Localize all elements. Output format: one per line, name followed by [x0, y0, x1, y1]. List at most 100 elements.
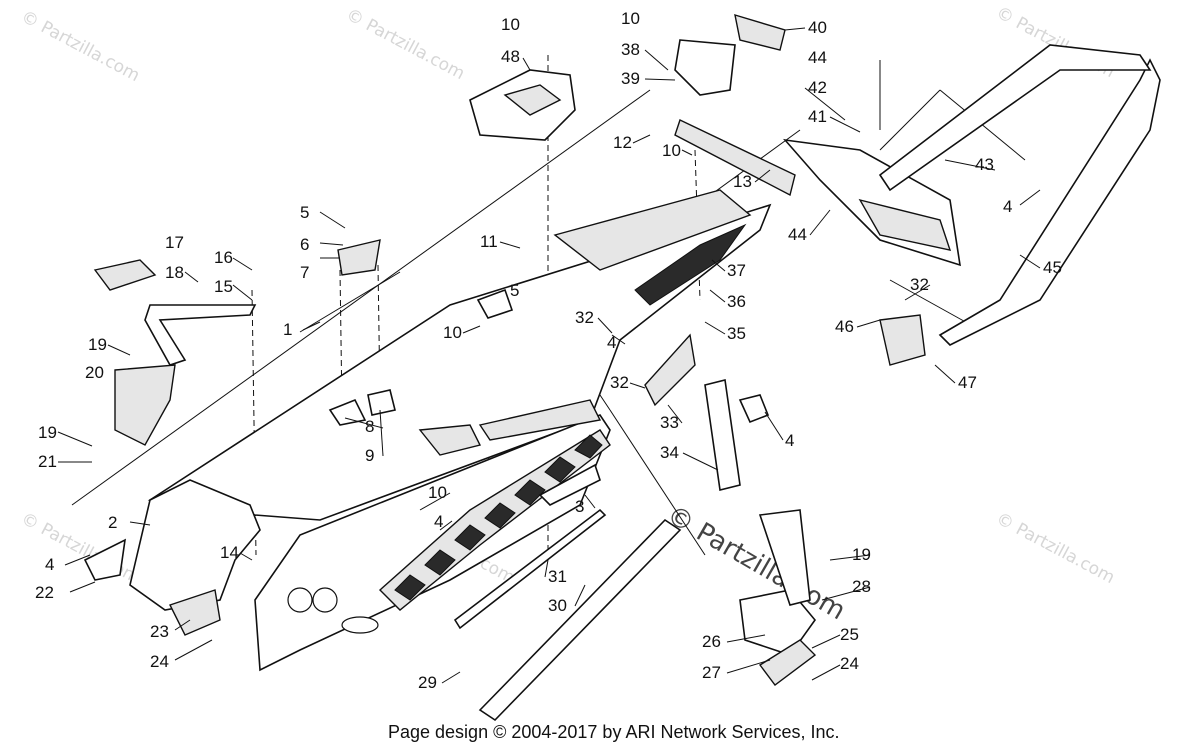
- callout-32: 32: [910, 275, 929, 294]
- callout-17: 17: [165, 233, 184, 252]
- callout-4: 4: [607, 333, 616, 352]
- callout-32: 32: [575, 308, 594, 327]
- callout-4: 4: [785, 431, 794, 450]
- callout-4: 4: [434, 512, 443, 531]
- callout-10: 10: [443, 323, 462, 342]
- foot-pad-25: [758, 639, 817, 686]
- callout-20: 20: [85, 363, 104, 382]
- callout-33: 33: [660, 413, 679, 432]
- callout-37: 37: [727, 261, 746, 280]
- callout-10: 10: [428, 483, 447, 502]
- callout-18: 18: [165, 263, 184, 282]
- foot-pad-23: [169, 589, 221, 636]
- callout-8: 8: [365, 417, 374, 436]
- callout-24: 24: [150, 652, 169, 671]
- rear-cover-plate: [553, 189, 752, 271]
- cross-brace: [478, 399, 602, 441]
- tail-bracket: [674, 39, 736, 96]
- seat-pad-cover: [503, 84, 562, 116]
- seat-parts: [469, 13, 1161, 366]
- tunnel-left-side: [129, 479, 261, 611]
- callout-2: 2: [108, 513, 117, 532]
- callout-19: 19: [88, 335, 107, 354]
- callout-41: 41: [808, 107, 827, 126]
- callout-25: 25: [840, 625, 859, 644]
- callout-12: 12: [613, 133, 632, 152]
- callout-5: 5: [300, 203, 309, 222]
- callout-21: 21: [38, 452, 57, 471]
- callout-6: 6: [300, 235, 309, 254]
- clip-5: [476, 288, 514, 319]
- callout-23: 23: [150, 622, 169, 641]
- watermark-top-left: © Partzilla.com: [18, 7, 143, 86]
- callout-46: 46: [835, 317, 854, 336]
- rod-31: [453, 508, 607, 630]
- callout-19: 19: [38, 423, 57, 442]
- callout-29: 29: [418, 673, 437, 692]
- watermark-right: © Partzilla.com: [993, 509, 1118, 588]
- tail-cap: [734, 13, 786, 51]
- callout-11: 11: [480, 232, 498, 251]
- rear-flap-reflector: [858, 198, 952, 251]
- copyright-footer: Page design © 2004-2017 by ARI Network S…: [388, 722, 840, 742]
- callout-27: 27: [702, 663, 721, 682]
- tunnel-hole: [312, 587, 338, 613]
- footrest-26: [739, 589, 817, 656]
- gusset-33: [644, 333, 696, 407]
- callout-31: 31: [548, 567, 567, 586]
- cover-17: [93, 259, 157, 291]
- callout-42: 42: [808, 78, 827, 97]
- callout-15: 15: [214, 277, 233, 296]
- guard-20: [114, 364, 176, 446]
- callout-28: 28: [852, 577, 871, 596]
- callout-32: 32: [610, 373, 629, 392]
- callout-7: 7: [300, 263, 309, 282]
- callout-30: 30: [548, 596, 567, 615]
- chain-34: [704, 379, 741, 491]
- axle-30: [478, 518, 682, 722]
- callout-labels: 1 2 3 4 4 4 4 4 5 5 6 7 8 9 10 10 10 10 …: [35, 9, 1062, 692]
- callout-4: 4: [1003, 197, 1012, 216]
- callout-22: 22: [35, 583, 54, 602]
- tunnel-hole: [287, 587, 313, 613]
- tunnel-slot: [341, 616, 379, 634]
- callout-38: 38: [621, 40, 640, 59]
- brace-3: [538, 463, 601, 506]
- callout-9: 9: [365, 446, 374, 465]
- callout-45: 45: [1043, 258, 1062, 277]
- callout-35: 35: [727, 324, 746, 343]
- upper-heat-exchanger: [634, 223, 747, 306]
- callout-10: 10: [662, 141, 681, 160]
- callout-10: 10: [501, 15, 520, 34]
- callout-1: 1: [283, 320, 292, 339]
- clip-8: [328, 398, 367, 426]
- hardware-parts: [83, 239, 817, 722]
- clip-9: [367, 389, 396, 416]
- bumper-top-bar: [878, 44, 1152, 192]
- chassis-tunnel: [129, 189, 772, 672]
- callout-10: 10: [621, 9, 640, 28]
- callout-44: 44: [808, 48, 827, 67]
- callout-26: 26: [702, 632, 721, 651]
- watermark-top-middle: © Partzilla.com: [343, 5, 468, 84]
- front-bracket: [418, 424, 482, 456]
- callout-16: 16: [214, 248, 233, 267]
- bumper-bracket: [879, 314, 926, 366]
- callout-4: 4: [45, 555, 54, 574]
- rear-bumper: [938, 58, 1161, 346]
- callout-3: 3: [575, 497, 584, 516]
- callout-48: 48: [501, 47, 520, 66]
- callout-43: 43: [975, 155, 994, 174]
- footrest-bracket: [758, 509, 811, 606]
- callout-13: 13: [733, 172, 752, 191]
- mounting-rail: [674, 119, 796, 197]
- bracket-22: [83, 538, 127, 581]
- callout-19: 19: [852, 545, 871, 564]
- step-bracket-15: [144, 304, 257, 366]
- callout-44: 44: [788, 225, 807, 244]
- callout-40: 40: [808, 18, 827, 37]
- leader-lines: [57, 27, 1041, 684]
- callout-14: 14: [220, 543, 239, 562]
- sprocket-34: [738, 394, 770, 424]
